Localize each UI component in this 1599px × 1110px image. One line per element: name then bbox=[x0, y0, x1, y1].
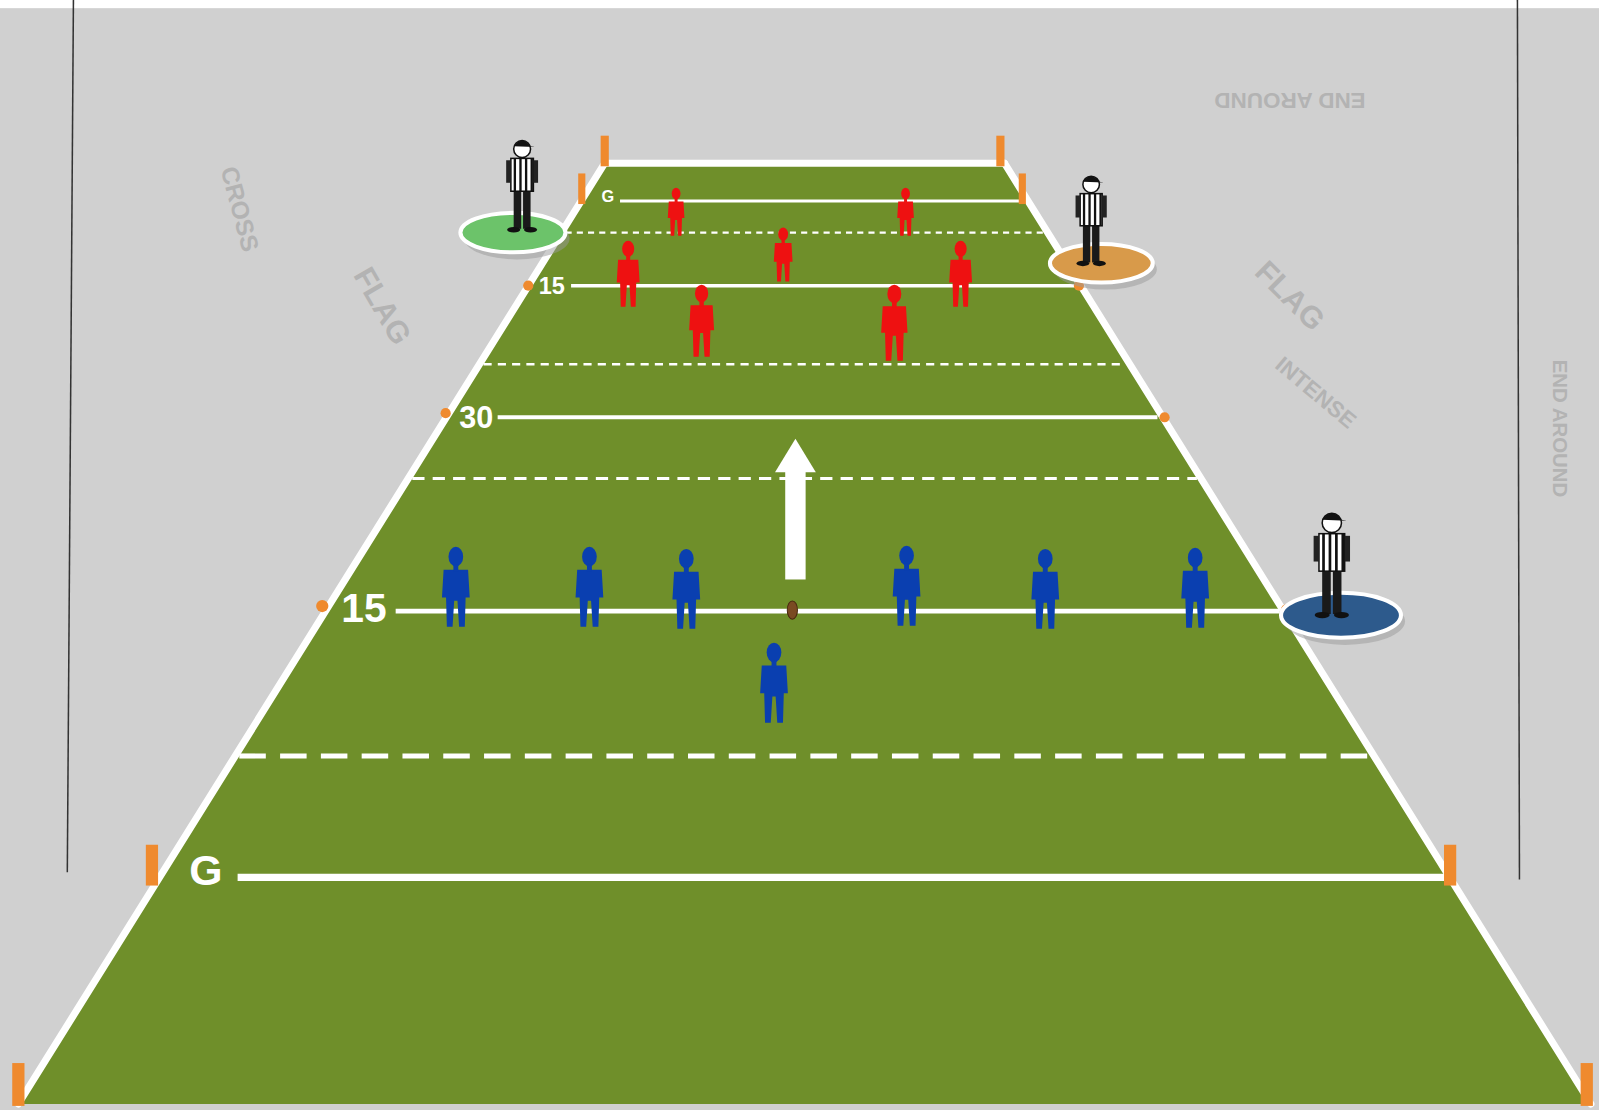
yard-line bbox=[396, 609, 1280, 614]
yard-line bbox=[238, 874, 1446, 881]
player-figure bbox=[760, 643, 788, 723]
yard-line bbox=[498, 415, 1158, 419]
background-panel bbox=[0, 8, 1599, 1110]
yard-number: 15 bbox=[341, 588, 386, 629]
player-figure bbox=[668, 188, 685, 236]
pylons bbox=[12, 136, 1593, 1106]
yard-number: 30 bbox=[459, 403, 493, 434]
player-figure bbox=[881, 285, 907, 361]
field-boundary bbox=[18, 163, 1590, 1104]
watermark-text: END AROUND bbox=[1550, 360, 1570, 498]
line-markers bbox=[316, 281, 1293, 617]
referees bbox=[460, 141, 1405, 645]
player-figure bbox=[949, 241, 972, 307]
frame-line bbox=[1517, 0, 1519, 879]
dashed-yard-line bbox=[239, 753, 1370, 758]
dashed-yard-line bbox=[566, 232, 1044, 234]
referee-figure bbox=[1050, 176, 1157, 289]
player-figure bbox=[689, 285, 714, 357]
watermark-text: END AROUND bbox=[1214, 89, 1365, 111]
player-figure bbox=[897, 188, 914, 236]
player-figure bbox=[672, 549, 700, 629]
player-figure bbox=[576, 547, 604, 627]
player-figure bbox=[1031, 549, 1059, 629]
players bbox=[442, 188, 1209, 723]
player-figure bbox=[617, 241, 640, 307]
player-figure bbox=[893, 546, 921, 626]
yard-number: 15 bbox=[539, 275, 565, 298]
player-figure bbox=[774, 228, 793, 282]
player-figure bbox=[442, 547, 470, 627]
frame-line bbox=[67, 0, 73, 872]
yard-lines bbox=[238, 201, 1446, 877]
football bbox=[787, 601, 797, 619]
referee-figure bbox=[1281, 513, 1405, 645]
referee-figure bbox=[460, 141, 569, 260]
goal-line-label: G bbox=[601, 189, 614, 205]
yard-line bbox=[571, 284, 1075, 288]
player-figure bbox=[1181, 548, 1209, 628]
dashed-yard-line bbox=[484, 363, 1126, 366]
field-surface bbox=[18, 163, 1590, 1104]
goal-line-label: G bbox=[189, 849, 222, 892]
ball-direction-arrow bbox=[775, 439, 816, 580]
